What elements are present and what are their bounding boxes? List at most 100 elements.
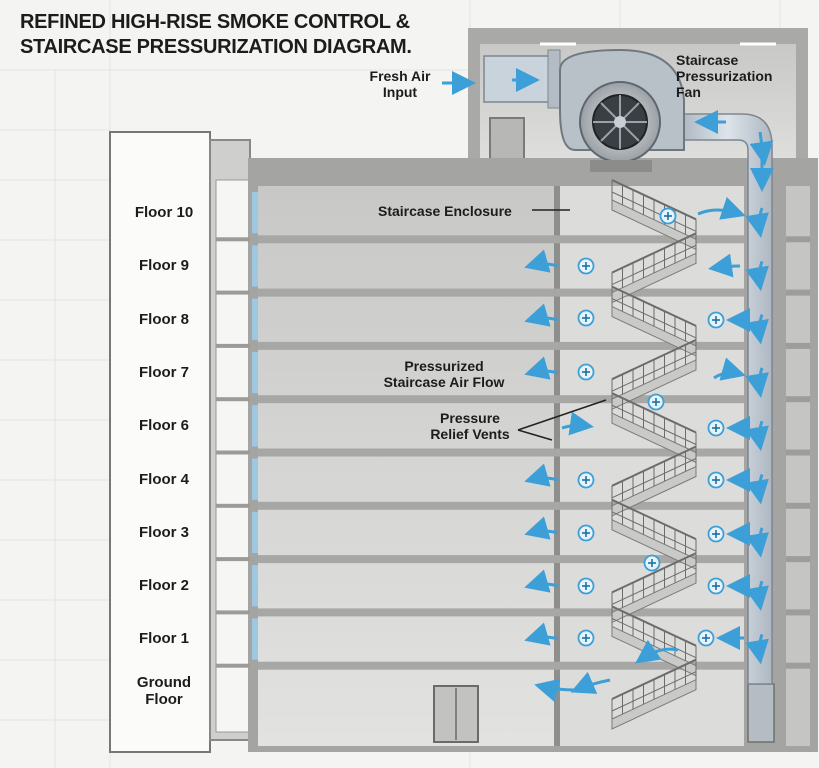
handrail (611, 285, 697, 327)
pressure-plus-icon (707, 311, 725, 329)
pressure-plus-icon (659, 207, 677, 225)
pressure-plus-icon (577, 471, 595, 489)
window-pane (252, 511, 258, 554)
duct-down-arrow (745, 420, 769, 452)
duct-down-arrow (745, 633, 769, 665)
floor-label: Floor 1 (118, 630, 210, 647)
stair-flight (611, 445, 697, 517)
mid-rail (611, 298, 697, 339)
annex-slab (786, 662, 810, 669)
floor-outflow-arrow (524, 622, 559, 646)
duct-arrow (749, 131, 774, 166)
floor-label: Floor 3 (118, 524, 210, 541)
fresh-air-line-1: Fresh Air (369, 68, 431, 84)
duct-base-unit (747, 683, 775, 743)
floor-label-text: Floor 3 (138, 523, 189, 541)
window-pane (252, 192, 258, 234)
stair-flight (611, 232, 697, 304)
floor-slab (258, 235, 744, 244)
window-pane (252, 405, 258, 447)
floor-outflow-arrow (524, 516, 559, 540)
pressure-relief-vents-label: Pressure Relief Vents (412, 410, 528, 442)
pressure-plus-icon (577, 363, 595, 381)
pressure-plus-icon (707, 577, 725, 595)
floor-outflow-arrow (524, 249, 559, 273)
annex-slab (786, 289, 810, 296)
handrail (611, 658, 697, 700)
strip-slab (216, 237, 250, 242)
annex-slab (786, 342, 810, 349)
pressurization-fan-label: Staircase Pressurization Fan (676, 52, 800, 100)
floor-label: Floor 4 (118, 471, 210, 488)
pressure-plus-icon (707, 471, 725, 489)
floor-label-text: Floor (145, 690, 183, 708)
annex-slab (786, 396, 810, 403)
annex-slab (786, 556, 810, 563)
pressure-plus-icon (577, 629, 595, 647)
floor-slab (258, 448, 744, 457)
pressurized-airflow-label: Pressurized Staircase Air Flow (370, 358, 518, 390)
left-elevation-strip (109, 131, 251, 753)
window-pane (252, 618, 258, 660)
floor-slab (258, 395, 744, 404)
floor-label: Floor 10 (118, 204, 210, 221)
floor-slab (258, 608, 744, 617)
floor-label: Floor 7 (118, 364, 210, 381)
strip-slab (216, 610, 250, 615)
window-pane (252, 351, 258, 394)
strip-slab (216, 503, 250, 508)
pressure-plus-icon (577, 577, 595, 595)
stair-flight (611, 658, 697, 730)
stair-flight (611, 338, 697, 410)
fan-label-line-3: Fan (676, 84, 701, 100)
duct-down-arrow (745, 474, 769, 505)
strip-slab (216, 290, 250, 295)
floor-slabs (216, 235, 810, 670)
ground-floor-details (433, 683, 775, 743)
strip-slab (216, 557, 250, 562)
handrail (611, 552, 697, 594)
stair-supply-arrow (697, 196, 746, 220)
floor-outflow-arrow (524, 303, 559, 327)
facade-glazing (252, 192, 258, 660)
mid-rail (611, 511, 697, 552)
pressure-plus-icon (697, 629, 715, 647)
window-pane (252, 565, 258, 607)
floor-label-text: Ground (136, 673, 192, 691)
floor-label-text: Floor 4 (138, 470, 189, 488)
duct-down-arrow (745, 260, 769, 292)
duct-down-arrow (745, 367, 769, 398)
handrail (611, 232, 697, 274)
pressure-plus-icon (647, 393, 665, 411)
stair-supply-arrow (570, 671, 611, 694)
duct-down-arrow (745, 314, 769, 345)
floor-label-text: Floor 7 (138, 363, 189, 381)
floor-label-text: Floor 6 (138, 417, 189, 435)
pressure-plus-icon (577, 257, 595, 275)
pressure-plus-icon (707, 525, 725, 543)
fresh-air-line-2: Input (382, 84, 418, 100)
window-pane (252, 458, 258, 500)
floor-outflow-arrow (524, 569, 559, 593)
strip-slab (216, 450, 250, 455)
floor-slab (258, 555, 744, 564)
mid-rail (611, 191, 697, 232)
stair-flight (611, 285, 697, 357)
strip-slab (216, 663, 250, 668)
handrail (611, 392, 697, 434)
window-pane (252, 245, 258, 287)
window-pane (252, 298, 258, 340)
pressurization-fan-unit (483, 48, 685, 172)
fan-label-line-2: Pressurization (676, 68, 773, 84)
stair-supply-arrow (713, 357, 746, 381)
floor-label-text: Floor 1 (138, 630, 189, 648)
relief-line-2: Relief Vents (430, 426, 510, 442)
handrail (611, 179, 697, 221)
stair-supply-arrow (708, 253, 741, 278)
title-line-1: REFINED HIGH-RISE SMOKE CONTROL & (20, 11, 410, 33)
relief-line-1: Pressure (440, 410, 500, 426)
stair-supply-arrow (635, 639, 679, 664)
duct-down-arrow (745, 527, 769, 558)
